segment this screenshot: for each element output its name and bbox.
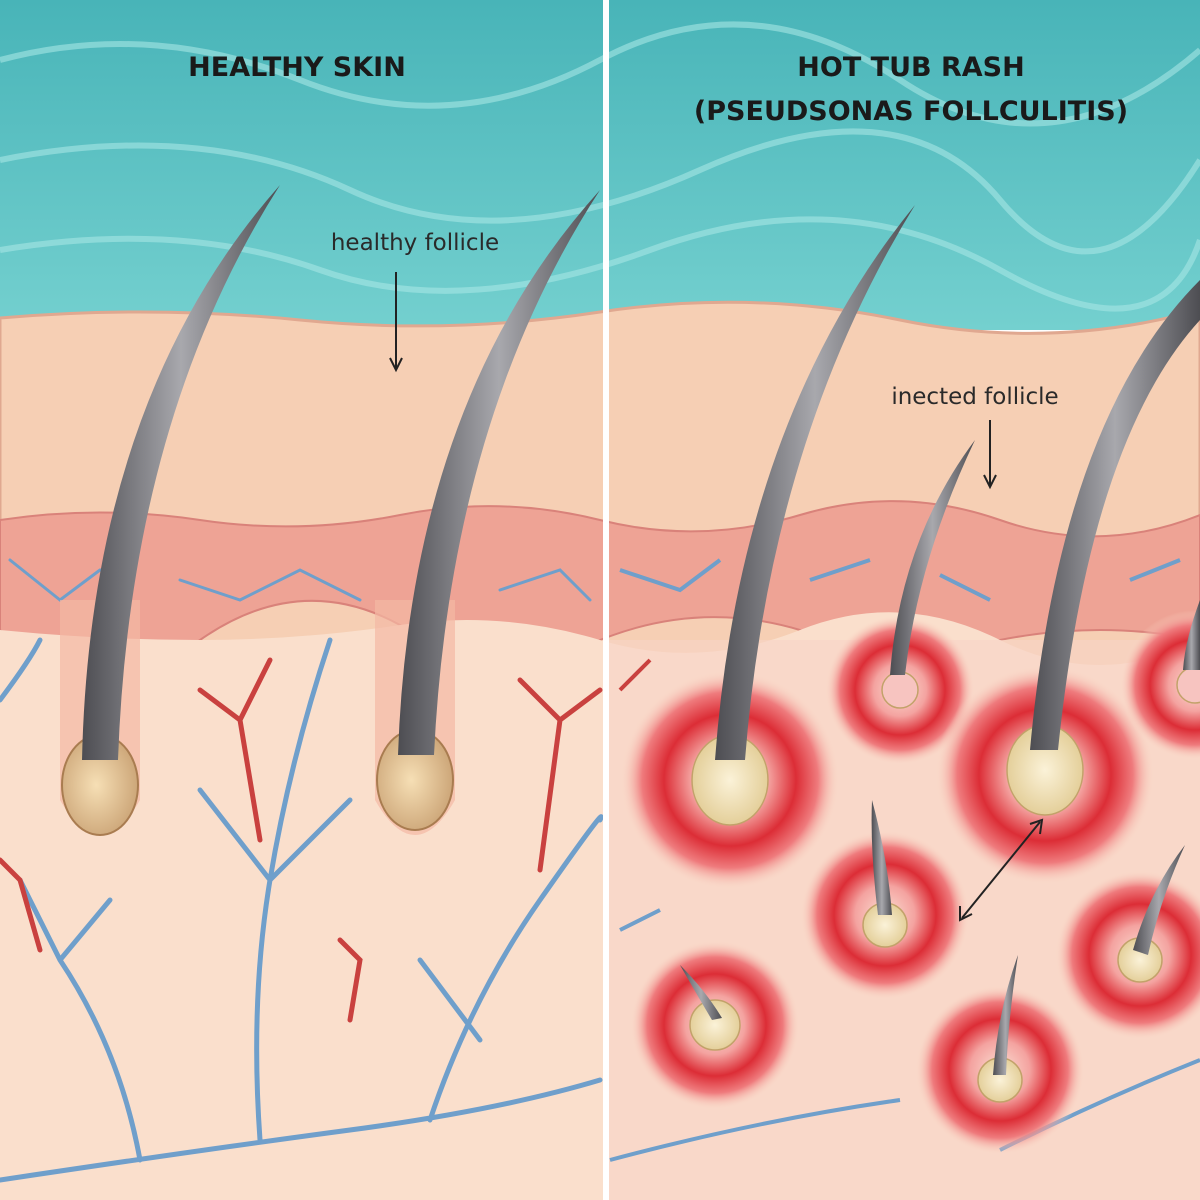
blood-vessels — [609, 558, 1200, 1162]
follicle-1 — [60, 185, 280, 836]
left-title: HEALTHY SKIN — [188, 52, 406, 83]
inflamed-follicles — [620, 205, 1200, 1155]
pustules — [689, 666, 1200, 1103]
hair-shafts — [680, 205, 1200, 1075]
arrow-down-icon — [983, 420, 997, 490]
blood-vessels — [0, 558, 603, 1183]
right-title-line1: HOT TUB RASH — [797, 52, 1024, 83]
hair-shaft — [82, 185, 280, 760]
inflammation-ring — [1120, 610, 1200, 760]
right-title-line2: (PSEUDSONAS FOLLCULITIS) — [694, 96, 1128, 127]
left-panel: HEALTHY SKIN healthy follicle — [0, 52, 603, 1183]
follicle-2 — [375, 190, 600, 835]
arrow-down-icon — [389, 272, 403, 373]
panel-divider — [603, 0, 609, 1200]
right-panel: HOT TUB RASH (PSEUDSONAS FOLLCULITIS) in… — [609, 52, 1200, 1162]
infected-follicle-label: inected follicle — [891, 384, 1058, 410]
artery — [0, 657, 603, 1023]
water — [0, 0, 1200, 330]
water-ripples — [0, 21, 1200, 312]
hair-shaft — [398, 190, 600, 755]
vein — [0, 637, 603, 1183]
healthy-follicle-label: healthy follicle — [331, 230, 499, 256]
double-arrow-icon — [959, 818, 1044, 922]
